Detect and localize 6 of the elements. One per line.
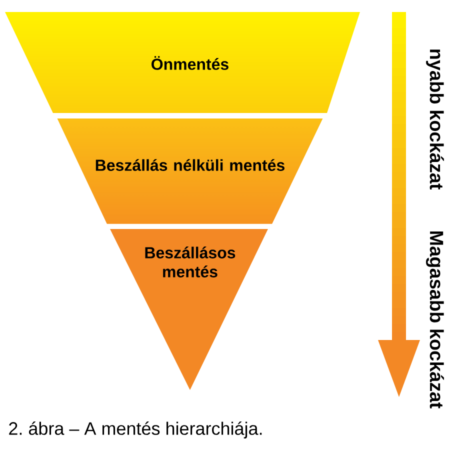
side-label: nyabb kockázat xyxy=(426,50,444,190)
pyramid-level: Önmentés xyxy=(152,56,228,70)
caption: 2. ábra – A mentés hierarchiája. xyxy=(9,422,262,438)
pyramid-level: Beszállás nélküli mentés xyxy=(96,159,284,171)
side-label: Magasabb kockázat xyxy=(426,231,444,408)
pyramid-level: Beszállásos mentés xyxy=(145,246,236,278)
